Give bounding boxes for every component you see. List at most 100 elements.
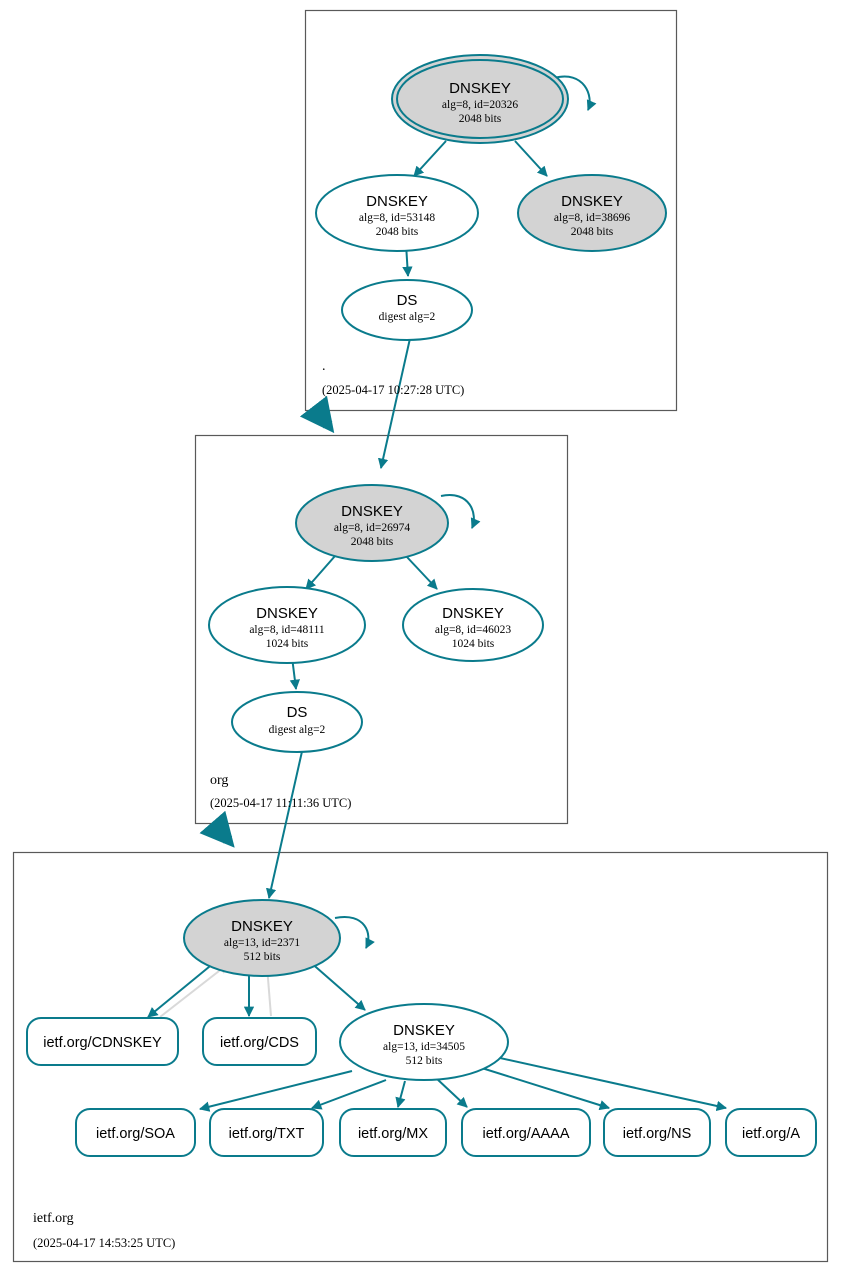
node-org-ds[interactable]: DS digest alg=2 xyxy=(231,691,363,753)
edge-ietf-zsk-to-aaaa xyxy=(435,1077,468,1108)
node-org-zsk-46023[interactable]: DNSKEY alg=8, id=46023 1024 bits xyxy=(402,588,544,662)
node-label-title: DNSKEY xyxy=(561,193,623,210)
rrset-ns[interactable]: ietf.org/NS xyxy=(603,1108,711,1157)
node-label-line2: alg=8, id=53148 xyxy=(359,212,435,224)
edge-root-ksk-to-key38696 xyxy=(514,140,548,177)
zone-label-root-timestamp: (2025-04-17 10:27:28 UTC) xyxy=(322,383,464,397)
node-label-title: DNSKEY xyxy=(393,1022,455,1039)
zone-delegation-org-to-ietforg xyxy=(199,810,235,848)
zone-label-ietforg-timestamp: (2025-04-17 14:53:25 UTC) xyxy=(33,1236,175,1250)
rrset-label-text: ietf.org/TXT xyxy=(229,1126,305,1142)
edge-root-ksk-selfsign xyxy=(553,75,597,111)
node-label-title: DNSKEY xyxy=(231,918,293,935)
rrset-mx[interactable]: ietf.org/MX xyxy=(339,1108,447,1157)
node-label-title: DS xyxy=(287,704,308,721)
edge-ietf-ksk-to-cdnskey xyxy=(147,961,216,1018)
node-root-ds[interactable]: DS digest alg=2 xyxy=(341,279,473,341)
rrset-outline xyxy=(339,1108,447,1157)
edge-ietf-zsk-to-ns xyxy=(468,1063,610,1111)
edge-org-ksk-to-zsk48111 xyxy=(305,555,336,590)
rrset-label-text: ietf.org/MX xyxy=(358,1126,428,1142)
node-outline xyxy=(183,899,341,977)
edge-ietf-zsk-to-soa xyxy=(198,1070,353,1112)
rrset-outline xyxy=(209,1108,324,1157)
edge-root-ds-to-org-ksk xyxy=(377,333,412,470)
rrset-label-text: ietf.org/A xyxy=(742,1126,800,1142)
edge-ietf-zsk-to-a xyxy=(481,1053,728,1112)
rrset-outline xyxy=(461,1108,591,1157)
node-outline xyxy=(315,174,479,252)
edge-ietf-ksk-to-zsk xyxy=(308,960,366,1011)
rrset-a[interactable]: ietf.org/A xyxy=(725,1108,817,1157)
rrset-label-text: ietf.org/CDS xyxy=(220,1035,299,1051)
edge-ietf-ksk-selfsign xyxy=(334,915,375,949)
node-label-title: DNSKEY xyxy=(366,193,428,210)
node-label-line3: 2048 bits xyxy=(571,226,614,238)
edge-root-ksk-to-zsk53148 xyxy=(413,140,447,177)
node-outline xyxy=(231,691,363,753)
node-outline xyxy=(402,588,544,662)
rrset-label-text: ietf.org/CDNSKEY xyxy=(43,1035,162,1051)
node-label-title: DNSKEY xyxy=(256,605,318,622)
rrset-cdnskey[interactable]: ietf.org/CDNSKEY xyxy=(26,1017,179,1066)
node-root-key-38696[interactable]: DNSKEY alg=8, id=38696 2048 bits xyxy=(517,174,667,252)
node-label-line2: digest alg=2 xyxy=(379,311,436,323)
edge-org-ksk-to-zsk46023 xyxy=(405,555,438,590)
edge-ietf-zsk-to-mx xyxy=(395,1080,406,1109)
zone-label-ietforg-name: ietf.org xyxy=(33,1211,74,1226)
rrset-outline xyxy=(75,1108,196,1157)
node-outline xyxy=(208,586,366,664)
node-label-title: DNSKEY xyxy=(449,80,511,97)
node-org-zsk-48111[interactable]: DNSKEY alg=8, id=48111 1024 bits xyxy=(208,586,366,664)
rrset-label-text: ietf.org/SOA xyxy=(96,1126,175,1142)
rrset-txt[interactable]: ietf.org/TXT xyxy=(209,1108,324,1157)
node-outline xyxy=(295,484,449,562)
rrset-soa[interactable]: ietf.org/SOA xyxy=(75,1108,196,1157)
zone-label-org-timestamp: (2025-04-17 11:11:36 UTC) xyxy=(210,796,351,810)
edge-cdnskey-to-ietf-ksk xyxy=(159,963,229,1018)
rrset-label-text: ietf.org/AAAA xyxy=(482,1126,569,1142)
zone-box-org xyxy=(194,434,569,825)
node-org-ksk[interactable]: DNSKEY alg=8, id=26974 2048 bits xyxy=(295,484,449,562)
rrset-label-text: ietf.org/NS xyxy=(623,1126,692,1142)
node-outline xyxy=(341,279,473,341)
node-label-title: DNSKEY xyxy=(442,605,504,622)
node-label-line2: alg=8, id=38696 xyxy=(554,212,630,224)
node-root-ksk[interactable]: DNSKEY alg=8, id=20326 2048 bits xyxy=(391,54,569,144)
rrset-aaaa[interactable]: ietf.org/AAAA xyxy=(461,1108,591,1157)
node-label-line2: alg=13, id=34505 xyxy=(383,1041,465,1053)
edge-org-ksk-selfsign xyxy=(440,494,481,529)
node-label-line3: 2048 bits xyxy=(351,536,394,548)
node-label-line2: alg=8, id=20326 xyxy=(442,99,518,111)
node-label-line3: 1024 bits xyxy=(452,638,495,650)
node-label-line3: 512 bits xyxy=(244,951,281,963)
node-label-line2: alg=13, id=2371 xyxy=(224,937,300,949)
rrset-outline xyxy=(26,1017,179,1066)
node-root-zsk-53148[interactable]: DNSKEY alg=8, id=53148 2048 bits xyxy=(315,174,479,252)
edge-org-ds-to-ietf-ksk xyxy=(265,746,304,900)
node-label-line2: alg=8, id=26974 xyxy=(334,522,410,534)
rrset-outline xyxy=(603,1108,711,1157)
node-label-line3: 2048 bits xyxy=(376,226,419,238)
node-outline xyxy=(339,1003,509,1081)
rrset-outline xyxy=(202,1017,317,1066)
node-outline xyxy=(517,174,667,252)
rrset-cds[interactable]: ietf.org/CDS xyxy=(202,1017,317,1066)
node-label-line2: alg=8, id=46023 xyxy=(435,624,511,636)
node-label-line3: 512 bits xyxy=(406,1055,443,1067)
edge-ietf-zsk-to-txt xyxy=(311,1079,387,1110)
node-label-line3: 2048 bits xyxy=(459,113,502,125)
rrset-outline xyxy=(725,1108,817,1157)
zone-box-root xyxy=(304,9,678,412)
node-ietf-zsk[interactable]: DNSKEY alg=13, id=34505 512 bits xyxy=(339,1003,509,1081)
node-label-line2: alg=8, id=48111 xyxy=(249,624,325,636)
node-label-title: DS xyxy=(397,292,418,309)
node-label-line3: 1024 bits xyxy=(266,638,309,650)
zone-label-root-name: . xyxy=(322,359,326,374)
node-label-title: DNSKEY xyxy=(341,503,403,520)
node-outline-inner xyxy=(396,59,564,139)
node-ietf-ksk[interactable]: DNSKEY alg=13, id=2371 512 bits xyxy=(183,899,341,977)
zone-delegation-root-to-org xyxy=(299,395,335,434)
